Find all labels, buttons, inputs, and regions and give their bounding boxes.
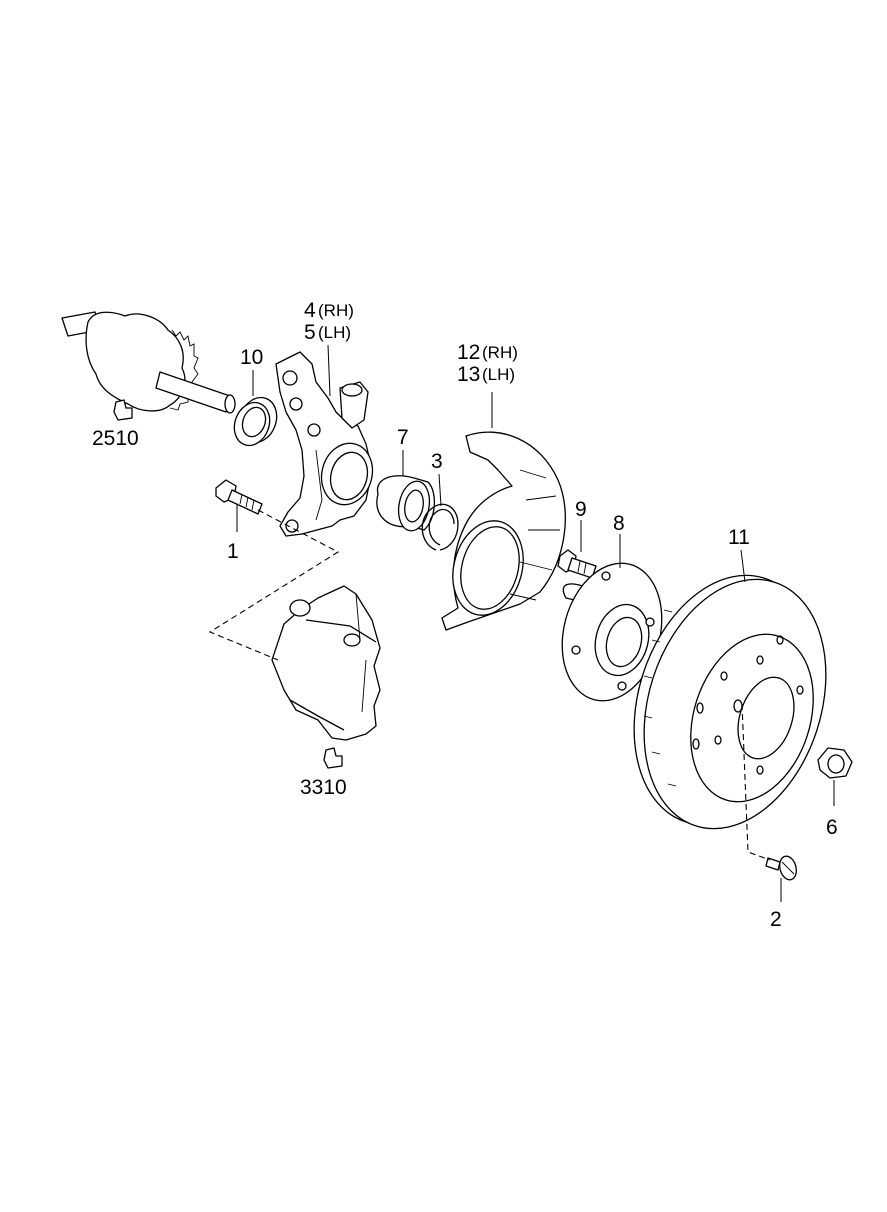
drive-shaft-assembly [61,311,236,414]
hub-bolt [557,549,597,579]
oil-seal [233,396,278,447]
callout-12: 12 [457,341,480,364]
callout-11: 11 [728,526,750,549]
callout-3: 3 [431,450,443,473]
assembly-guide-lines [208,509,771,861]
callout-4: 4 [304,299,316,322]
callout-2: 2 [770,908,782,931]
snap-ring [421,503,459,551]
callout-6: 6 [826,816,838,839]
callout-9: 9 [575,498,587,521]
knuckle-bolt [215,479,263,515]
dust-cover [441,431,566,631]
disc-screw [765,855,797,881]
callout-13-side: (LH) [482,365,515,384]
leader-lines [236,344,835,902]
pointing-hand-icon [323,747,343,769]
callout-12-side: (RH) [482,343,518,362]
pointing-hand-icon [113,399,133,421]
callout-5: 5 [304,321,316,344]
callout-5-side: (LH) [318,323,351,342]
hub-nut [817,747,853,779]
callout-labels: 1 2 3 4 (RH) 5 (LH) 6 7 8 9 10 11 12 (RH… [92,299,838,931]
reference-3310: 3310 [300,776,347,799]
callout-4-side: (RH) [318,301,354,320]
steering-knuckle [275,351,374,537]
brake-disc [633,574,827,830]
wheel-hub [561,562,663,702]
brake-caliper [271,585,381,741]
reference-2510: 2510 [92,427,139,450]
callout-13: 13 [457,363,480,386]
callout-1: 1 [227,540,239,563]
callout-7: 7 [397,426,409,449]
callout-8: 8 [613,512,625,535]
wheel-bearing [376,475,435,532]
callout-10: 10 [240,346,263,369]
